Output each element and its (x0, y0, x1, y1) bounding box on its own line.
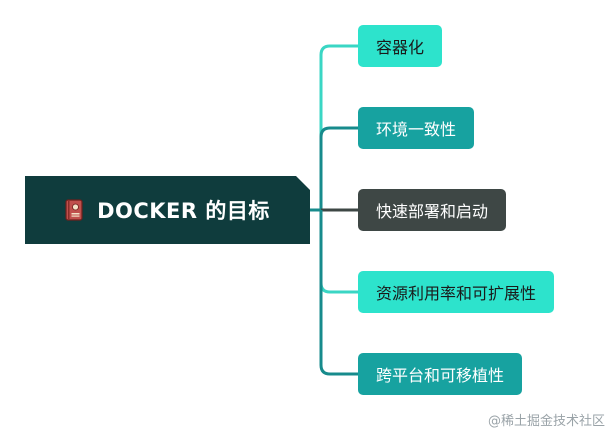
connector-branch-1 (319, 44, 358, 210)
branch-label: 容器化 (376, 38, 425, 57)
watermark: @稀土掘金技术社区 (487, 414, 605, 429)
branch-label: 快速部署和启动 (376, 202, 489, 221)
branch-node-containerization[interactable]: 容器化 (358, 25, 443, 67)
root-node[interactable]: DOCKER 的目标 (25, 176, 310, 244)
branch-label: 跨平台和可移植性 (376, 366, 505, 385)
connector-branch-5 (319, 210, 358, 376)
branch-node-resource-utilization[interactable]: 资源利用率和可扩展性 (358, 271, 555, 313)
root-title: DOCKER 的目标 (97, 199, 270, 223)
branch-node-cross-platform[interactable]: 跨平台和可移植性 (358, 353, 523, 395)
connector-branch-4 (319, 210, 358, 294)
root-node-fold-corner (296, 176, 310, 190)
branch-node-fast-deploy[interactable]: 快速部署和启动 (358, 189, 507, 231)
branch-label: 环境一致性 (376, 120, 457, 139)
branch-label: 资源利用率和可扩展性 (376, 284, 537, 303)
branch-node-environment-consistency[interactable]: 环境一致性 (358, 107, 475, 149)
connector-branch-2 (319, 126, 358, 210)
book-icon (65, 199, 83, 221)
